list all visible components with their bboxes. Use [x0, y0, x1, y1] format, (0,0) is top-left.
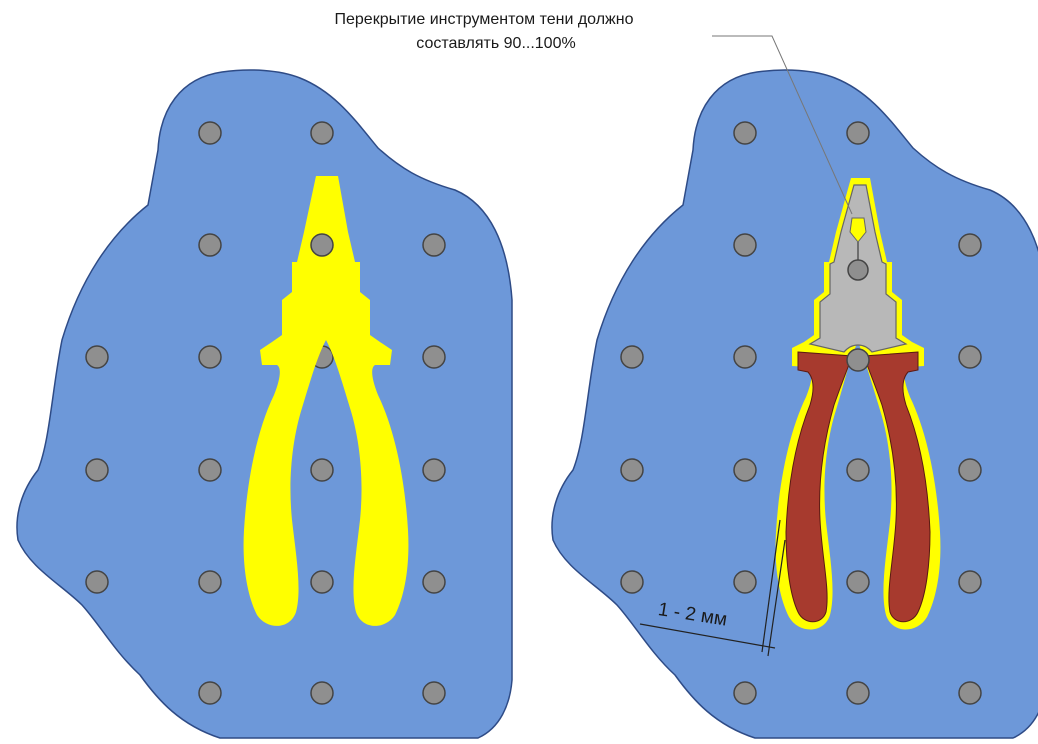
peg-hole [621, 571, 643, 593]
peg-hole [199, 122, 221, 144]
peg-hole [621, 346, 643, 368]
annotation-line-1: Перекрытие инструментом тени должно [335, 11, 634, 28]
pliers-pivot-hole [848, 260, 868, 280]
peg-hole [423, 682, 445, 704]
peg-hole [959, 234, 981, 256]
peg-hole [199, 682, 221, 704]
peg-hole [199, 346, 221, 368]
peg-hole [423, 346, 445, 368]
peg-hole [734, 346, 756, 368]
peg-hole [311, 459, 333, 481]
right-foam-panel [552, 70, 1038, 738]
left-pivot-hole-over-shadow [311, 234, 333, 256]
peg-hole [959, 571, 981, 593]
peg-hole [86, 459, 108, 481]
annotation-line-2: составлять 90...100% [416, 35, 575, 52]
left-board [17, 70, 512, 738]
peg-hole [847, 571, 869, 593]
peg-hole [199, 459, 221, 481]
peg-hole [311, 682, 333, 704]
peg-hole [423, 234, 445, 256]
peg-hole [959, 682, 981, 704]
peg-hole [423, 571, 445, 593]
peg-hole [86, 346, 108, 368]
peg-hole [311, 571, 333, 593]
right-center-hole-over-tool [847, 349, 869, 371]
peg-hole [959, 459, 981, 481]
peg-hole [199, 234, 221, 256]
peg-hole [734, 571, 756, 593]
peg-hole [847, 459, 869, 481]
peg-hole [734, 459, 756, 481]
peg-hole [199, 571, 221, 593]
peg-hole [734, 682, 756, 704]
peg-hole [847, 682, 869, 704]
peg-hole [311, 122, 333, 144]
left-foam-panel [17, 70, 512, 738]
peg-hole [734, 122, 756, 144]
peg-hole [847, 122, 869, 144]
right-board [552, 70, 1038, 738]
peg-hole [959, 346, 981, 368]
peg-hole [86, 571, 108, 593]
peg-hole [734, 234, 756, 256]
peg-hole [423, 459, 445, 481]
peg-hole [621, 459, 643, 481]
